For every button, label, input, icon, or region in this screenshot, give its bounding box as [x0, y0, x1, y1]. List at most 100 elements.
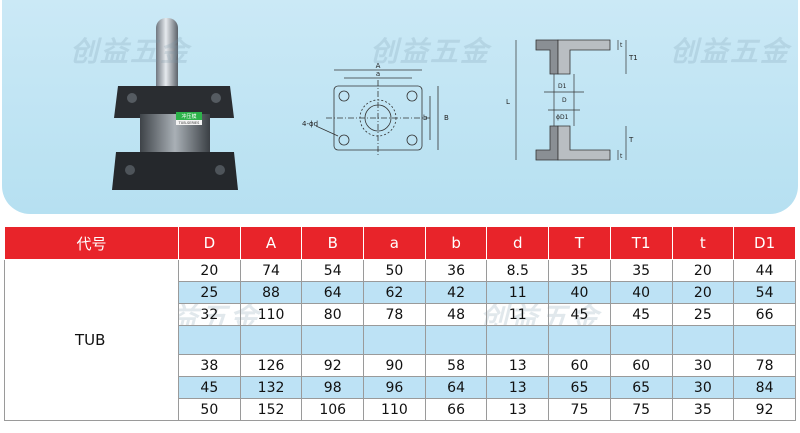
dim-t-bottom: t: [620, 153, 623, 160]
cell-A: [239, 325, 303, 355]
cell-T: [548, 325, 611, 355]
cell-D: 50: [178, 398, 241, 421]
table-row: TUB 20 74 54 50 36 8.5 35 35 20 44: [4, 259, 796, 421]
cell-B: 106: [301, 398, 365, 421]
dim-A: A: [376, 62, 381, 70]
cell-D1: 92: [733, 398, 796, 421]
cell-D: 20: [178, 259, 241, 282]
cell-d: 13: [486, 354, 550, 377]
header-T: T: [548, 226, 611, 260]
dim-a: a: [376, 70, 380, 78]
cell-d: [486, 325, 550, 355]
dim-T: T: [628, 136, 634, 144]
cell-b: 64: [424, 376, 488, 399]
table-row: 25 88 64 62 42 11 40 40 20 54: [5, 281, 796, 304]
top-plate: [114, 86, 234, 118]
dim-holes: 4-ϕd: [302, 120, 318, 128]
header-B: B: [301, 226, 365, 260]
cell-T: 60: [548, 354, 611, 377]
cell-b: 36: [424, 259, 488, 282]
cell-B: [301, 325, 365, 355]
cell-a: 96: [363, 376, 426, 399]
cell-d: 8.5: [486, 259, 550, 282]
cell-A: 88: [239, 281, 303, 304]
cell-a: 62: [363, 281, 426, 304]
cell-d: 13: [486, 376, 550, 399]
cell-a: [363, 325, 426, 355]
product-label-sub: TUB-SERIES: [178, 121, 200, 125]
product-banner: 冲压模 TUB-SERIES A a B b 4-ϕd: [2, 0, 798, 214]
cell-b: 58: [424, 354, 488, 377]
header-A: A: [239, 226, 303, 260]
cell-T: 75: [548, 398, 611, 421]
header-a: a: [363, 226, 426, 260]
cell-A: 74: [239, 259, 303, 282]
header-D: D: [178, 226, 241, 260]
cell-b: [424, 325, 488, 355]
product-photo: 冲压模 TUB-SERIES: [112, 18, 238, 190]
cell-T1: 35: [609, 259, 673, 282]
model-cell: TUB: [4, 259, 179, 421]
cell-A: 152: [239, 398, 303, 421]
cell-D1: 66: [733, 303, 796, 326]
cell-B: 80: [301, 303, 365, 326]
cell-A: 110: [239, 303, 303, 326]
cell-B: 54: [301, 259, 365, 282]
cell-T1: 60: [609, 354, 673, 377]
cell-t: 20: [671, 259, 735, 282]
dim-D: D: [562, 97, 567, 104]
table-row: 45 132 98 96 64 13 65 65 30 84: [5, 376, 796, 399]
table-row: 50 152 106 110 66 13 75 75 35 92: [5, 398, 796, 421]
guide-pin: [156, 18, 178, 98]
cell-D: 45: [178, 376, 241, 399]
cell-T: 45: [548, 303, 611, 326]
dim-L: L: [506, 98, 510, 106]
cell-T: 40: [548, 281, 611, 304]
cell-D: 38: [178, 354, 241, 377]
header-t: t: [671, 226, 735, 260]
dim-D1-mid: ϕD1: [556, 114, 569, 121]
cell-T1: [609, 325, 673, 355]
side-view-drawing: L T1 t D1 D ϕD1 T t: [506, 39, 638, 161]
cell-t: 35: [671, 398, 735, 421]
cell-D1: [733, 325, 796, 355]
cell-D1: 78: [733, 354, 796, 377]
header-D1: D1: [733, 226, 796, 260]
spec-table: 代号 D A B a b d T T1 t D1 TUB 20 74 54 50…: [4, 226, 796, 421]
dim-B: B: [444, 114, 449, 122]
cell-a: 110: [363, 398, 426, 421]
cell-a: 90: [363, 354, 426, 377]
cell-d: 13: [486, 398, 550, 421]
cell-A: 132: [239, 376, 303, 399]
dim-D1-top: D1: [558, 83, 567, 90]
dim-t-top: t: [620, 42, 623, 49]
header-d: d: [486, 226, 550, 260]
cell-d: 11: [486, 281, 550, 304]
cell-T1: 65: [609, 376, 673, 399]
cell-D1: 54: [733, 281, 796, 304]
cell-T1: 75: [609, 398, 673, 421]
table-row: 38 126 92 90 58 13 60 60 30 78: [5, 354, 796, 377]
dim-b: b: [423, 114, 428, 122]
cell-D1: 84: [733, 376, 796, 399]
cell-A: 126: [239, 354, 303, 377]
cell-d: 11: [486, 303, 550, 326]
cell-B: 64: [301, 281, 365, 304]
bottom-plate: [112, 152, 238, 190]
dim-T1: T1: [628, 54, 638, 62]
cell-t: 25: [671, 303, 735, 326]
cell-a: 78: [363, 303, 426, 326]
spec-table-header: 代号 D A B a b d T T1 t D1: [4, 226, 796, 260]
cell-t: 30: [671, 354, 735, 377]
product-label-text: 冲压模: [181, 113, 196, 120]
cell-b: 42: [424, 281, 488, 304]
cell-t: [671, 325, 735, 355]
cell-D: [178, 325, 241, 355]
cell-t: 20: [671, 281, 735, 304]
front-view-drawing: A a B b 4-ϕd: [302, 62, 449, 156]
header-T1: T1: [609, 226, 673, 260]
header-b: b: [424, 226, 488, 260]
cell-t: 30: [671, 376, 735, 399]
header-code: 代号: [4, 226, 179, 260]
cell-b: 66: [424, 398, 488, 421]
